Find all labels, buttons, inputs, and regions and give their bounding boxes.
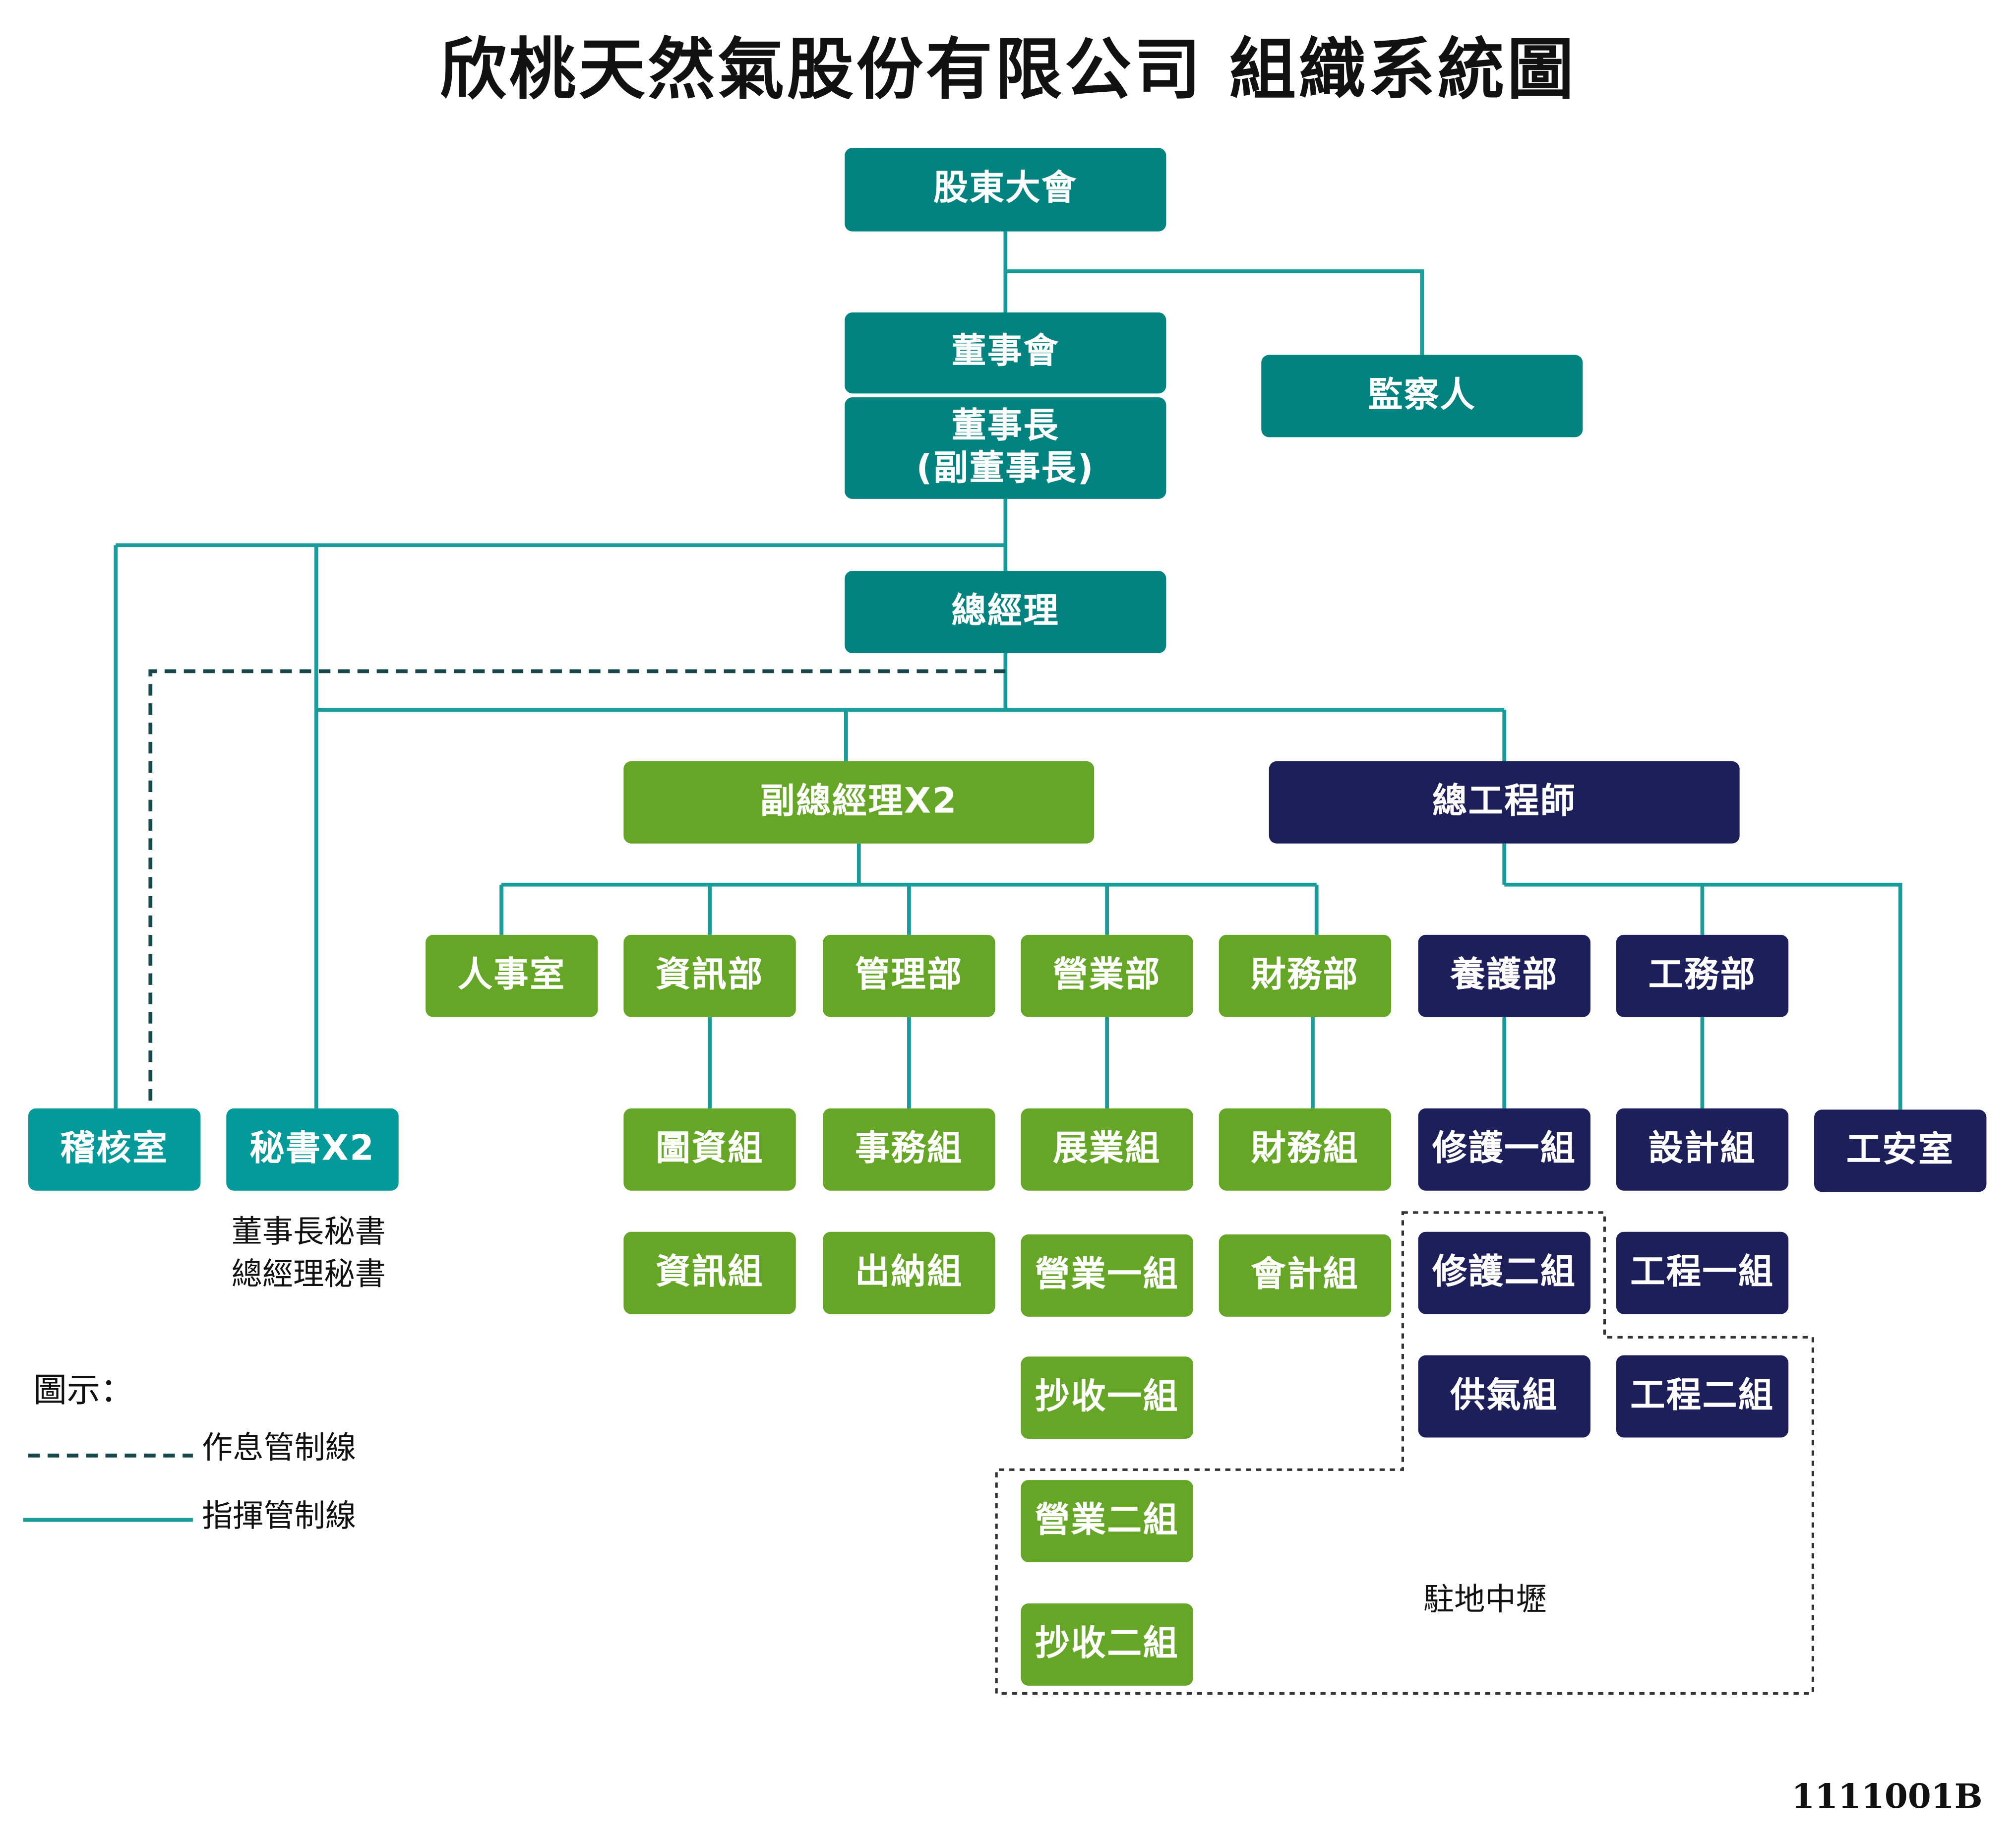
node-it-group: 資訊組 [623,1231,796,1314]
node-chief-engineer: 總工程師 [1269,761,1740,844]
node-expansion-group: 展業組 [1021,1108,1193,1191]
node-eng-group-2: 工程二組 [1616,1355,1789,1438]
node-eng-group-1: 工程一組 [1616,1231,1789,1314]
line-shareholders-supervisor [1005,269,1424,355]
node-repair-group-2: 修護二組 [1418,1231,1590,1314]
node-affairs-group: 事務組 [823,1108,995,1191]
legend-dashed-label: 作息管制線 [202,1429,357,1466]
node-library-group: 圖資組 [623,1108,796,1191]
node-it-dept: 資訊部 [623,934,796,1017]
node-board: 董事會 [845,312,1166,394]
node-repair-group-1: 修護一組 [1418,1108,1590,1191]
node-sales-dept: 營業部 [1021,934,1193,1017]
node-shareholders: 股東大會 [845,148,1166,232]
node-sales-group-2: 營業二組 [1021,1480,1193,1563]
node-cashier-group: 出納組 [823,1231,995,1314]
node-audit: 稽核室 [28,1108,201,1191]
node-maint-dept: 養護部 [1418,934,1590,1017]
zhongli-region-outline [995,1211,1815,1695]
page-title: 欣桃天然氣股份有限公司 組織系統圖 [439,32,1577,110]
line-chief-branch [1504,882,1902,1110]
secretary-note: 董事長秘書 總經理秘書 [231,1214,386,1292]
node-deputy-gm: 副總經理X2 [623,761,1095,844]
node-design-group: 設計組 [1616,1108,1789,1191]
node-supervisor: 監察人 [1261,355,1583,437]
node-sales-group-1: 營業一組 [1021,1234,1193,1317]
node-works-dept: 工務部 [1616,934,1789,1017]
line-dashed-audit [148,669,1006,1108]
node-meter-group-1: 抄收一組 [1021,1356,1193,1439]
node-safety: 工安室 [1814,1109,1987,1192]
legend-title: 圖示： [33,1372,134,1411]
document-code: 1111001B [1791,1778,1983,1817]
node-secretary: 秘書X2 [226,1108,399,1191]
node-supply-group: 供氣組 [1418,1355,1590,1438]
node-meter-group-2: 抄收二組 [1021,1603,1193,1686]
node-hr: 人事室 [426,934,598,1017]
zhongli-label: 駐地中壢 [1423,1581,1547,1618]
node-finance-group: 財務組 [1219,1108,1392,1191]
node-finance-dept: 財務部 [1219,934,1392,1017]
node-general-manager: 總經理 [845,571,1166,654]
node-accounting-group: 會計組 [1219,1234,1392,1317]
node-chairman: 董事長 (副董事長) [845,397,1166,499]
node-mgmt-dept: 管理部 [823,934,995,1017]
legend-solid-label: 指揮管制線 [202,1498,357,1534]
